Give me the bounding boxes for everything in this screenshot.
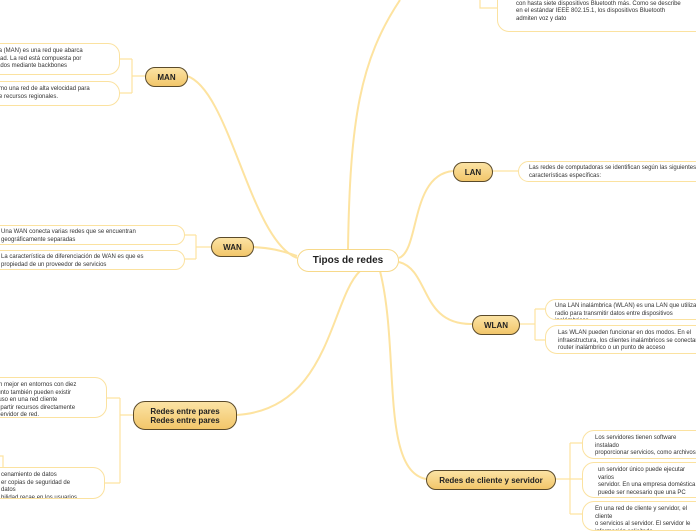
topic-wan[interactable]: WAN bbox=[211, 237, 254, 257]
note-p2p-1[interactable]: onan mejor en entornos con diez a punto … bbox=[0, 377, 107, 418]
central-topic[interactable]: Tipos de redes bbox=[297, 249, 399, 272]
note-man-2[interactable]: r como una red de alta velocidad para to… bbox=[0, 81, 120, 106]
note-text: Una WAN conecta varias redes que se encu… bbox=[1, 229, 136, 243]
topic-lan[interactable]: LAN bbox=[453, 162, 493, 182]
note-text: Una LAN inalámbrica (WLAN) es una LAN qu… bbox=[555, 303, 696, 319]
note-text: distancia entre sí. Un dispositivo Bluet… bbox=[516, 0, 681, 22]
topic-wlan[interactable]: WLAN bbox=[472, 315, 520, 335]
note-cs-2[interactable]: un servidor único puede ejecutar varios … bbox=[582, 462, 696, 498]
note-text: onan mejor en entornos con diez a punto … bbox=[0, 382, 77, 418]
topic-client-server[interactable]: Redes de cliente y servidor bbox=[426, 470, 556, 490]
note-text: Las WLAN pueden funcionar en dos modos. … bbox=[558, 330, 696, 351]
note-text: En una red de cliente y servidor, el cli… bbox=[595, 506, 691, 530]
note-text: Las redes de computadoras se identifican… bbox=[529, 165, 696, 179]
connector-lines bbox=[0, 0, 582, 515]
topic-man[interactable]: MAN bbox=[145, 67, 188, 87]
note-man-1[interactable]: itana (MAN) es una red que abarca ciudad… bbox=[0, 43, 120, 75]
note-text: Los servidores tienen software instalado… bbox=[595, 435, 696, 458]
note-text: r como una red de alta velocidad para to… bbox=[0, 86, 90, 100]
note-wlan-1[interactable]: Una LAN inalámbrica (WLAN) es una LAN qu… bbox=[545, 299, 696, 320]
note-cs-1[interactable]: Los servidores tienen software instalado… bbox=[582, 430, 696, 459]
note-text: cenamiento de datos er copias de segurid… bbox=[1, 472, 78, 499]
note-wan-1[interactable]: Una WAN conecta varias redes que se encu… bbox=[0, 225, 185, 245]
note-text: La característica de diferenciación de W… bbox=[1, 254, 144, 268]
note-text: un servidor único puede ejecutar varios … bbox=[598, 467, 696, 496]
note-wlan-2[interactable]: Las WLAN pueden funcionar en dos modos. … bbox=[545, 325, 696, 354]
note-text: itana (MAN) es una red que abarca ciudad… bbox=[0, 48, 83, 74]
note-cs-3[interactable]: En una red de cliente y servidor, el cli… bbox=[582, 501, 696, 531]
topic-peer-to-peer[interactable]: Redes entre pares Redes entre pares bbox=[133, 401, 237, 430]
note-lan[interactable]: Las redes de computadoras se identifican… bbox=[518, 161, 696, 182]
note-bluetooth[interactable]: distancia entre sí. Un dispositivo Bluet… bbox=[497, 0, 696, 32]
note-p2p-2[interactable]: cenamiento de datos er copias de segurid… bbox=[0, 467, 105, 499]
note-wan-2[interactable]: La característica de diferenciación de W… bbox=[0, 250, 185, 270]
